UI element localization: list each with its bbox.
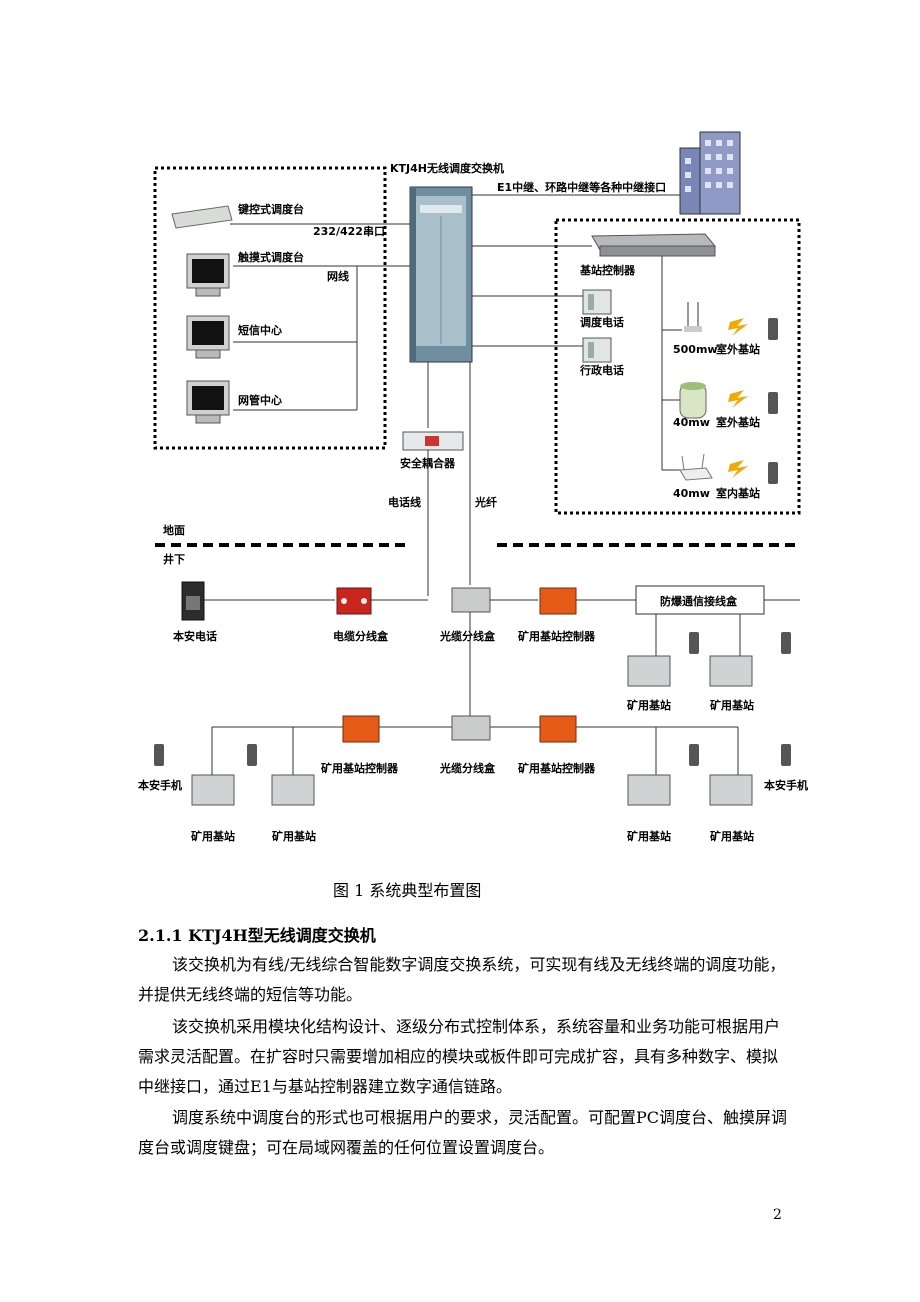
nms-center-monitor-icon xyxy=(186,380,230,424)
power-40b-label: 40mw xyxy=(673,487,710,500)
fiber-box-1-label: 光缆分线盒 xyxy=(439,629,496,643)
trunk-label: E1中继、环路中继等各种中继接口 xyxy=(497,180,666,194)
outdoor-antenna-icon xyxy=(684,302,702,332)
mine-bs-3-label: 矿用基站 xyxy=(191,829,235,843)
section-title: 2.1.1 KTJ4H型无线调度交换机 xyxy=(138,926,376,945)
sms-center-label: 短信中心 xyxy=(238,323,282,337)
outdoor-bs-b-label: 室外基站 xyxy=(716,415,760,429)
touch-console-monitor-icon xyxy=(186,253,230,297)
indoor-bs-label: 室内基站 xyxy=(716,486,760,500)
cable-box-icon xyxy=(336,587,372,615)
mine-bs-4-label: 矿用基站 xyxy=(272,829,316,843)
mine-controller-3-icon xyxy=(539,715,577,743)
mine-controller-1-label: 矿用基站控制器 xyxy=(518,629,596,643)
paragraph-2: 该交换机采用模块化结构设计、逐级分布式控制体系，系统容量和业务功能可根据用户需求… xyxy=(138,1017,781,1096)
switch-title: KTJ4H无线调度交换机 xyxy=(390,161,504,175)
keyboard-console-label: 键控式调度台 xyxy=(237,202,304,216)
base-controller-icon xyxy=(591,233,717,257)
fiber-box-2-icon xyxy=(451,715,491,741)
fiber-box-2-label: 光缆分线盒 xyxy=(439,761,496,775)
wireless-signal-icons xyxy=(728,318,748,478)
admin-phone-label: 行政电话 xyxy=(579,363,624,377)
paragraph-1: 该交换机为有线/无线综合智能数字调度交换系统，可实现有线及无线终端的调度功能，并… xyxy=(138,955,786,1004)
switch-cabinet xyxy=(409,186,473,363)
handset-icons-surface xyxy=(768,318,778,484)
junction-box xyxy=(635,585,765,615)
fiber-label: 光纤 xyxy=(474,495,497,509)
page-number: 2 xyxy=(773,1207,782,1223)
figure-caption: 图 1 系统典型布置图 xyxy=(333,881,482,900)
handset-icons-row1 xyxy=(689,632,791,654)
mine-controller-3-label: 矿用基站控制器 xyxy=(518,761,596,775)
mine-bs-5-label: 矿用基站 xyxy=(627,829,671,843)
mine-base-station-icons-row1 xyxy=(627,655,753,687)
touch-console-label: 触摸式调度台 xyxy=(237,250,304,264)
junction-box-label: 防爆通信接线盒 xyxy=(660,594,738,608)
mine-base-station-icons-row2 xyxy=(191,774,753,806)
safe-handset-left-label: 本安手机 xyxy=(138,778,182,792)
handset-icons-row2 xyxy=(154,744,791,766)
outdoor-bs-a-label: 室外基站 xyxy=(716,342,760,356)
paragraph-3: 调度系统中调度台的形式也可根据用户的要求，灵活配置。可配置PC调度台、触摸屏调度… xyxy=(138,1108,788,1157)
mine-controller-1-icon xyxy=(539,587,577,615)
mine-controller-2-icon xyxy=(342,715,380,743)
safe-phone-label: 本安电话 xyxy=(173,629,217,643)
mine-bs-2-label: 矿用基站 xyxy=(710,698,754,712)
coupler-icon xyxy=(402,431,464,451)
dispatch-phone-icon xyxy=(582,289,612,315)
safe-handset-right-label: 本安手机 xyxy=(764,778,808,792)
keyboard-console-icon xyxy=(171,205,233,229)
phone-line-label: 电话线 xyxy=(388,495,421,509)
system-layout-diagram: KTJ4H无线调度交换机 E1中继、环路中继等各种中继接口 键控式调度台 232… xyxy=(138,131,808,843)
dispatch-phone-label: 调度电话 xyxy=(580,315,624,329)
cable-box-label: 电缆分线盒 xyxy=(333,629,389,643)
network-line-label: 网线 xyxy=(327,269,349,283)
underground-label: 井下 xyxy=(163,552,185,566)
nms-center-label: 网管中心 xyxy=(238,393,282,407)
fiber-box-1-icon xyxy=(451,587,491,613)
base-controller-label: 基站控制器 xyxy=(579,263,636,277)
building-icon xyxy=(679,131,741,215)
mine-bs-1-label: 矿用基站 xyxy=(627,698,671,712)
mine-bs-6-label: 矿用基站 xyxy=(710,829,754,843)
mine-controller-2-label: 矿用基站控制器 xyxy=(321,761,399,775)
serial-port-label: 232/422串口 xyxy=(313,224,385,238)
power-40a-label: 40mw xyxy=(673,416,710,429)
safe-phone-icon xyxy=(181,581,205,621)
admin-phone-icon xyxy=(582,337,612,363)
sms-center-monitor-icon xyxy=(186,315,230,359)
outdoor-cylinder-icon xyxy=(679,382,707,419)
base-station-group-box xyxy=(554,218,801,515)
power-500-label: 500mw xyxy=(673,343,718,356)
indoor-router-icon xyxy=(679,453,713,481)
ground-label: 地面 xyxy=(163,523,185,537)
console-group-box xyxy=(153,166,387,450)
